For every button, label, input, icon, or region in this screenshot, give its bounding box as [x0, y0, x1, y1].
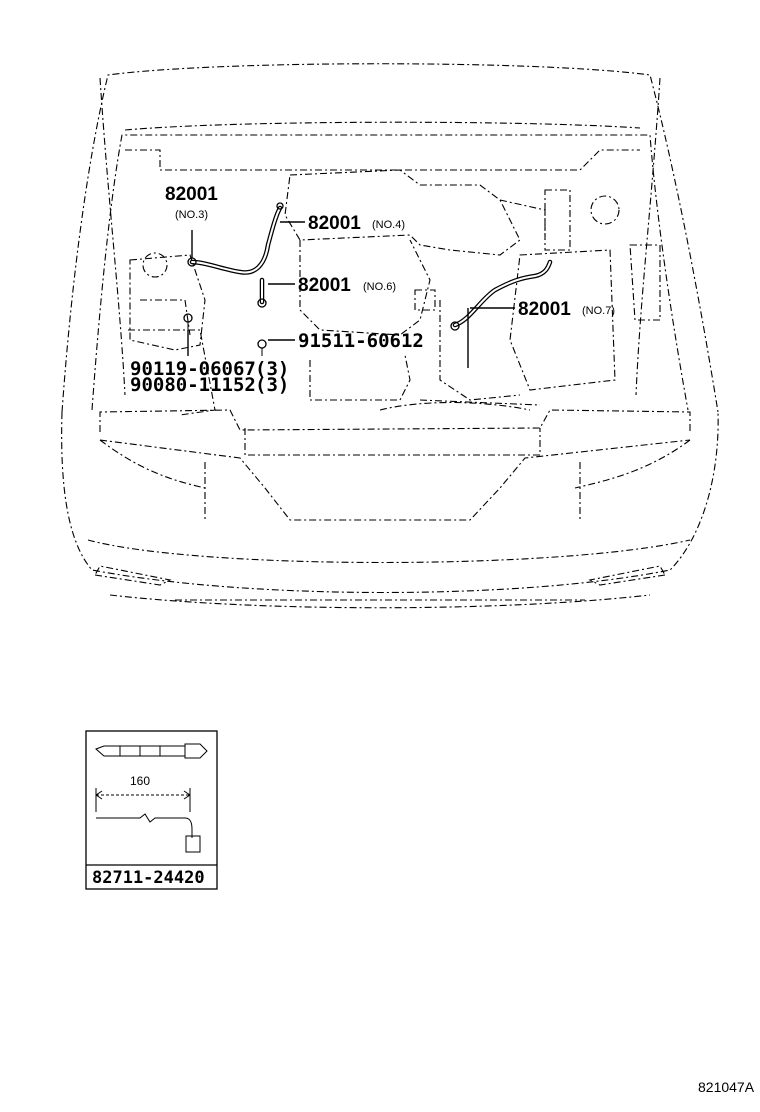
engine-components [128, 169, 661, 416]
car-body-outline [61, 63, 719, 609]
callout-no3-note: (NO.3) [175, 209, 208, 221]
inset-dimension: 160 [130, 774, 150, 788]
callout-no6-part: 82001 [298, 275, 351, 296]
callout-no3-part: 82001 [165, 184, 218, 205]
callout-clip-a-qty: (3) [255, 358, 289, 380]
callout-no7-part: 82001 [518, 299, 571, 320]
diagram-code: 821047A [698, 1079, 755, 1095]
oxygen-sensor-harnesses [187, 202, 553, 331]
callout-no7-note: (NO.7) [582, 305, 615, 317]
callout-no6-note: (NO.6) [363, 281, 396, 293]
callout-no4-part: 82001 [308, 213, 361, 234]
callout-clip-b-qty: (3) [255, 374, 289, 396]
callout-clip-a-part: 90119-06067 [130, 358, 256, 380]
callout-clip-b-part: 90080-11152 [130, 374, 256, 396]
leader-lines [187, 221, 515, 368]
inset-detail [85, 730, 218, 890]
callout-no4-note: (NO.4) [372, 219, 405, 231]
bolt-icon [183, 313, 267, 356]
inset-part-number: 82711-24420 [92, 868, 205, 888]
callout-bolt-part: 91511-60612 [298, 330, 424, 352]
